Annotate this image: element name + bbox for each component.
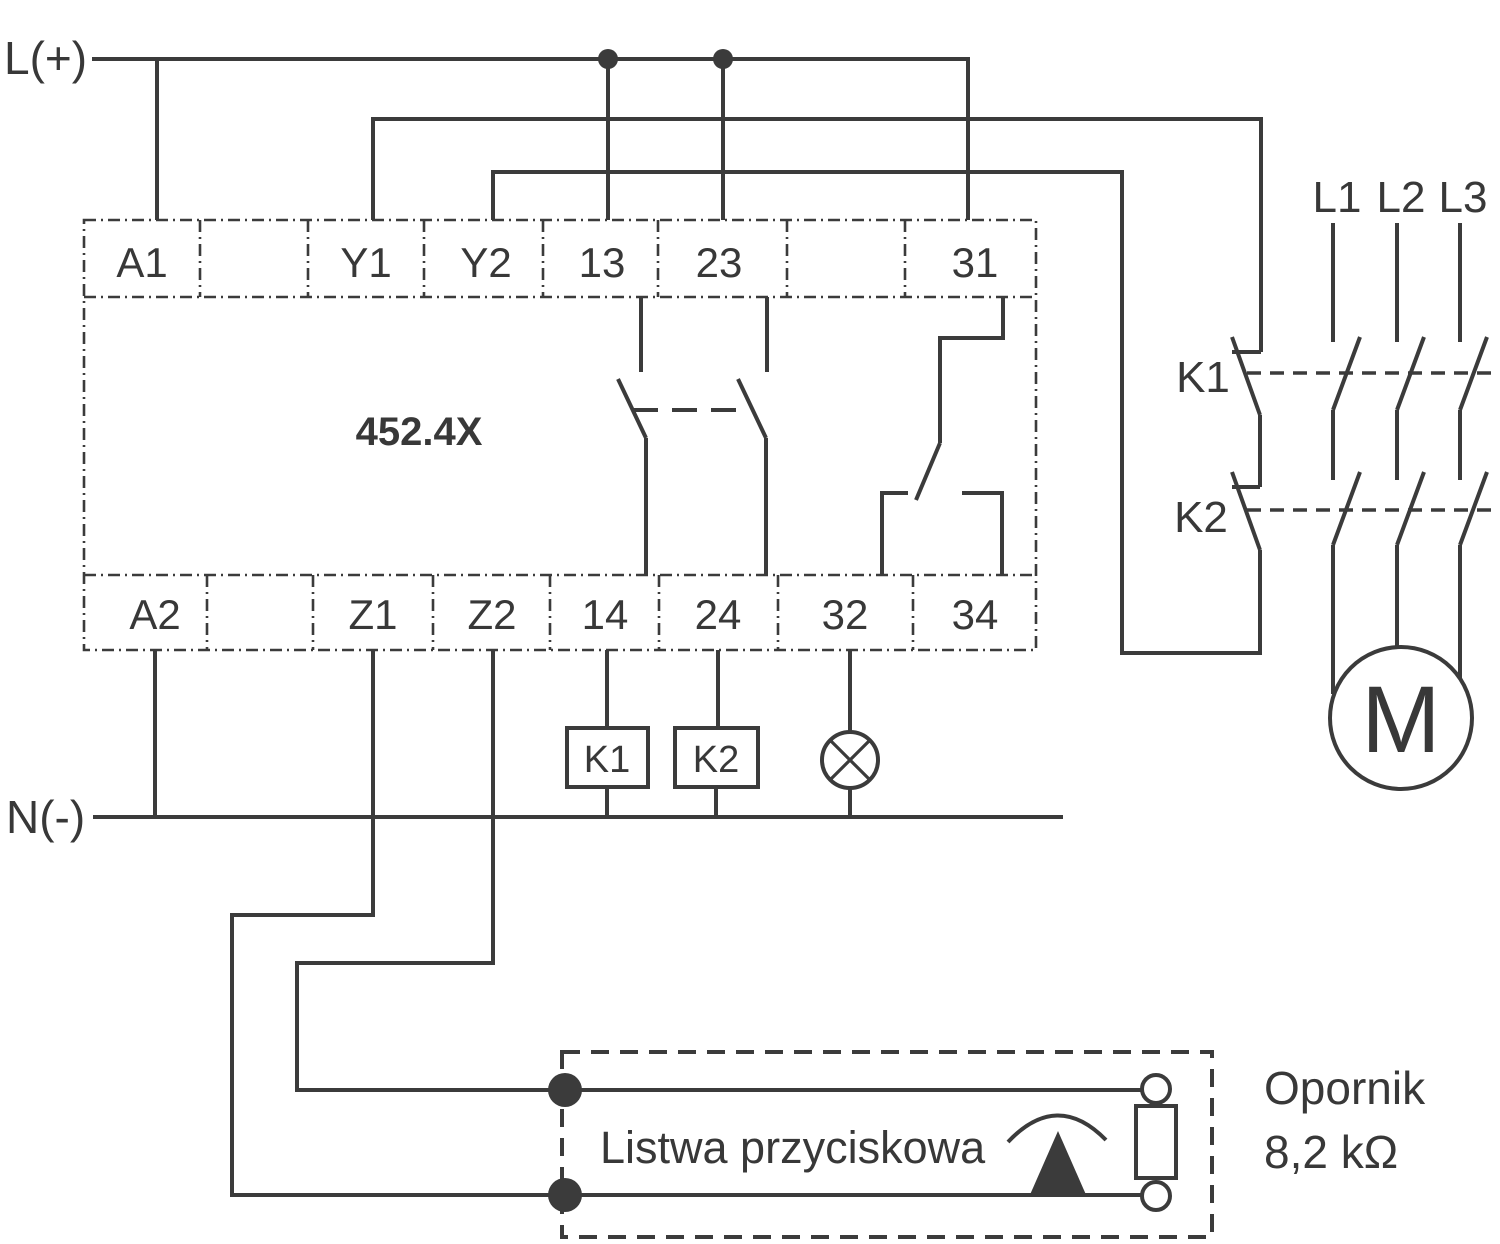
resistor-icon [1134,1073,1178,1212]
lamp-icon [820,730,880,790]
terminal-32: 32 [822,591,869,638]
k1-aux-blade [1230,336,1262,416]
phase-l2-label: L2 [1377,173,1426,222]
button-strip-wiring [230,650,552,1197]
wire-y1-loop [371,117,1263,352]
terminal-y2: Y2 [460,239,511,286]
device-model-label: 452.4X [356,410,483,454]
relay-outline [82,218,1038,652]
output-loads: K1 K2 [565,650,880,817]
resistor-annotation: Opornik 8,2 kΩ [1264,1062,1426,1178]
resistor-body [1134,1104,1178,1180]
feedback-wires [371,117,1263,655]
junction-dot-icon [713,49,733,69]
k2-aux-blade [1230,471,1262,551]
wire-z2-to-strip [295,650,552,1092]
terminal-y1: Y1 [340,239,391,286]
wire-z1-to-strip [230,650,552,1197]
negative-bus-label: N(-) [6,791,85,843]
negative-bus: N(-) [6,650,1063,843]
contact-31-stub [938,297,1005,443]
terminal-34: 34 [952,591,999,638]
junction-dot-icon [548,1178,582,1212]
k2-coil-label: K2 [693,739,739,781]
button-triangle [1029,1131,1087,1197]
resistor-label-line1: Opornik [1264,1062,1426,1114]
button-strip: Listwa przyciskowa [548,1050,1214,1239]
phase-l1-label: L1 [1313,173,1362,222]
motor-circle [1328,645,1474,791]
power-circuit: L1 L2 L3 K1 K2 [1174,173,1492,791]
relay-contact-23-24 [736,297,769,575]
button-strip-label: Listwa przyciskowa [600,1122,986,1173]
relay-contact-31-32-34 [880,297,1005,575]
top-terminal-separators [198,220,907,297]
k1-contacts-label: K1 [1176,353,1230,402]
contact-13-14-blade [616,378,648,439]
terminal-14: 14 [582,591,629,638]
resistor-top-terminal [1140,1073,1172,1105]
resistor-bottom-terminal [1140,1180,1172,1212]
button-strip-outline [560,1050,1214,1239]
terminal-31: 31 [952,239,999,286]
k1-coil-icon [565,726,650,789]
positive-bus-label: L(+) [4,32,87,84]
phase-l3-label: L3 [1439,173,1488,222]
terminal-24: 24 [695,591,742,638]
k1-main-lower-stubs [1331,410,1462,480]
junction-dot-icon [548,1073,582,1107]
relay-contact-13-14 [616,297,648,575]
contact-31-blade [914,442,942,501]
positive-bus: L(+) [4,32,970,220]
terminal-a2: A2 [129,591,180,638]
k2-main-lower-stubs [1331,545,1462,694]
wire-y2-loop [491,170,1262,655]
push-button-icon [1006,1113,1108,1197]
contact-32-seat [880,491,908,575]
button-arc [1006,1113,1108,1144]
safety-relay: A1 Y1 Y2 13 23 31 A2 Z1 Z2 14 24 32 34 4… [82,218,1038,652]
contact-23-24-blade [736,378,768,439]
motor-icon: M [1328,645,1474,791]
k1-main-upper-stubs [1331,223,1462,342]
terminal-a1: A1 [116,239,167,286]
k2-contacts-label: K2 [1174,493,1228,542]
k1-contactor-contacts: K1 [1176,223,1492,487]
terminal-z1: Z1 [348,591,397,638]
motor-label: M [1361,667,1440,773]
lamp-cross [829,739,871,781]
resistor-label-line2: 8,2 kΩ [1264,1126,1398,1178]
k2-coil-icon [673,726,760,789]
terminal-23: 23 [696,239,743,286]
junction-dot-icon [598,49,618,69]
bottom-terminal-separators [205,575,915,650]
terminal-z2: Z2 [467,591,516,638]
positive-bus-wire [92,57,970,220]
terminal-13: 13 [579,239,626,286]
k1-coil-label: K1 [584,739,630,781]
contact-34-seat [962,491,1004,575]
k2-contactor-contacts: K2 [1174,471,1492,694]
